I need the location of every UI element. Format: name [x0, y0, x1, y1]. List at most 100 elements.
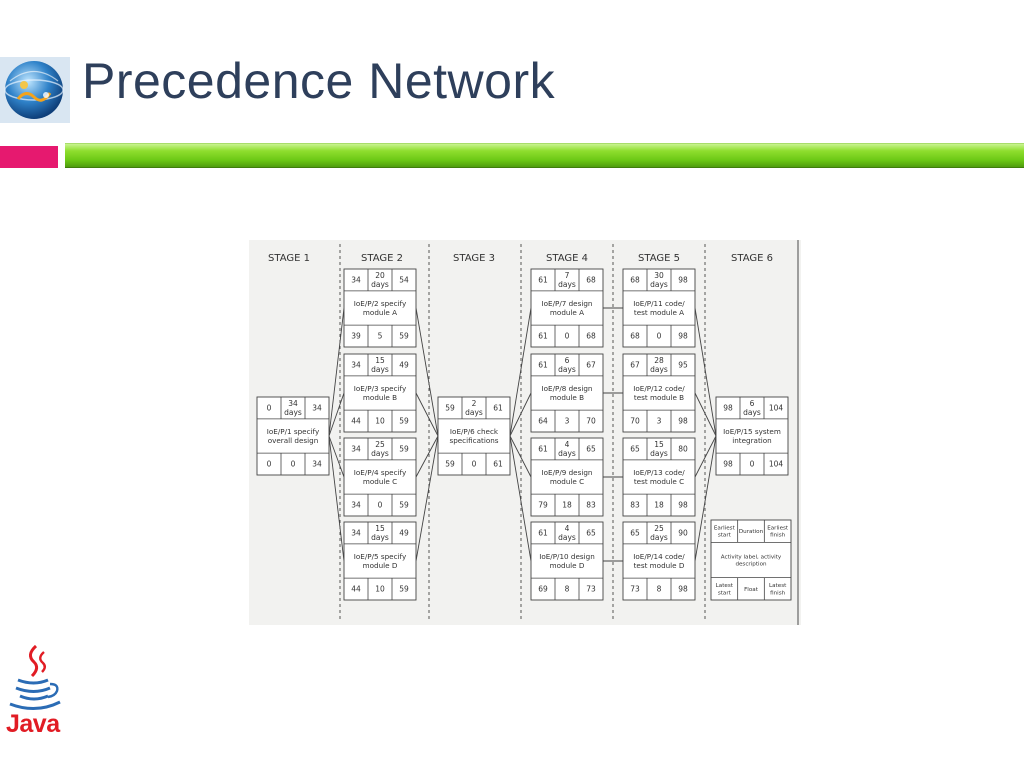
java-wordmark: Java [6, 710, 60, 738]
node-frame [530, 521, 604, 601]
earliest-start: 98 [723, 404, 733, 413]
duration: 15 [375, 356, 385, 365]
dependency-edge [509, 307, 532, 437]
latest-finish: 104 [769, 460, 784, 469]
activity-description: module B [550, 393, 584, 402]
duration: Duration [739, 529, 764, 535]
earliest-start: 34 [351, 276, 361, 285]
node-frame [343, 268, 417, 348]
latest-finish: 83 [586, 501, 596, 510]
duration: 34 [288, 399, 298, 408]
title-divider-bar [65, 143, 1024, 168]
node-frame [622, 353, 696, 433]
latest-finish: finish [770, 590, 786, 596]
activity-description: module C [550, 477, 584, 486]
dependency-edge [415, 307, 439, 437]
dependency-edge [415, 435, 439, 562]
activity-description: module A [363, 308, 397, 317]
activity-description: Activity label, activity [721, 554, 782, 560]
duration: 6 [565, 356, 570, 365]
activity-description: test module B [634, 393, 684, 402]
duration: days [650, 365, 668, 374]
activity-description: integration [732, 436, 771, 445]
latest-start: 83 [630, 501, 640, 510]
activity-description: test module D [634, 561, 685, 570]
stage-header: STAGE 5 [638, 253, 680, 264]
earliest-start: Earliest [714, 526, 736, 532]
float: 18 [654, 501, 664, 510]
duration: 4 [565, 440, 570, 449]
duration: days [743, 408, 761, 417]
node-frame [343, 437, 417, 517]
node-legend: EarlieststartDurationEarliestfinishActiv… [710, 519, 792, 601]
stage-header: STAGE 3 [453, 253, 495, 264]
earliest-finish: 90 [678, 529, 688, 538]
node-frame [710, 519, 792, 601]
node-frame [530, 268, 604, 348]
earliest-start: 61 [538, 361, 548, 370]
duration: 7 [565, 271, 570, 280]
latest-start: 98 [723, 460, 733, 469]
activity-description: module C [363, 477, 397, 486]
activity-description: IoE/P/15 system [723, 427, 781, 436]
activity-description: module D [363, 561, 398, 570]
float: 3 [565, 417, 570, 426]
duration: days [650, 533, 668, 542]
float: 0 [565, 332, 570, 341]
float: 5 [378, 332, 383, 341]
stage-dividers [339, 240, 799, 625]
float: 0 [291, 460, 296, 469]
dependency-edge [509, 435, 532, 562]
stage-header: STAGE 6 [731, 253, 773, 264]
duration: days [371, 280, 389, 289]
latest-start: 70 [630, 417, 640, 426]
latest-finish: 61 [493, 460, 503, 469]
latest-start: 44 [351, 417, 361, 426]
activity-description: specifications [449, 436, 498, 445]
activity-description: IoE/P/4 specify [354, 468, 407, 477]
duration: 25 [654, 524, 664, 533]
dependency-edge [328, 435, 345, 562]
earliest-start: 65 [630, 445, 640, 454]
duration: 15 [375, 524, 385, 533]
float: 18 [562, 501, 572, 510]
activity-description: IoE/P/7 design [542, 299, 593, 308]
earliest-start: start [718, 533, 732, 539]
globe-logo-icon [0, 57, 70, 123]
duration: 30 [654, 271, 664, 280]
activity-description: IoE/P/6 check [450, 427, 499, 436]
latest-finish: 98 [678, 585, 688, 594]
node-frame [343, 353, 417, 433]
activity-description: IoE/P/11 code/ [633, 299, 685, 308]
earliest-finish: 67 [586, 361, 596, 370]
duration: days [650, 280, 668, 289]
latest-finish: 34 [312, 460, 322, 469]
legend-node: EarlieststartDurationEarliestfinishActiv… [710, 519, 792, 601]
latest-finish: 59 [399, 417, 409, 426]
duration: 2 [472, 399, 477, 408]
node-frame [622, 268, 696, 348]
latest-finish: 68 [586, 332, 596, 341]
stage-header: STAGE 2 [361, 253, 403, 264]
earliest-finish: 59 [399, 445, 409, 454]
activity-description: overall design [268, 436, 319, 445]
duration: 6 [750, 399, 755, 408]
activity-description: IoE/P/1 specify [267, 427, 320, 436]
duration: days [371, 449, 389, 458]
activity-description: module D [550, 561, 585, 570]
node-frame [715, 396, 789, 476]
earliest-start: 61 [538, 445, 548, 454]
earliest-finish: 49 [399, 361, 409, 370]
earliest-start: 61 [538, 276, 548, 285]
activity-description: IoE/P/5 specify [354, 552, 407, 561]
earliest-start: 34 [351, 529, 361, 538]
earliest-start: 68 [630, 276, 640, 285]
